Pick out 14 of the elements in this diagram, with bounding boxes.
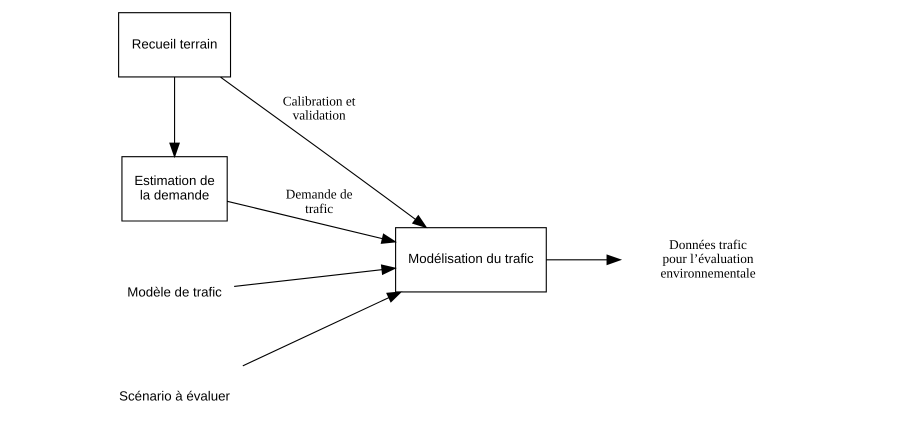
node-text: Modèle de trafic xyxy=(127,284,222,300)
arrow xyxy=(169,77,180,158)
arrow xyxy=(242,291,402,366)
node-text: Scénario à évaluer xyxy=(119,388,230,404)
edge-label: Calibration et validation xyxy=(282,93,356,123)
node-box: Modélisation du trafic xyxy=(395,227,547,292)
arrow xyxy=(220,76,428,228)
node-box: Estimation de la demande xyxy=(121,156,228,222)
node-box: Recueil terrain xyxy=(118,12,232,78)
node-text: Données trafic pour l’évaluation environnementale xyxy=(660,236,756,281)
arrow xyxy=(227,200,397,244)
arrow xyxy=(546,254,622,266)
edge-label: Demande de trafic xyxy=(286,186,353,216)
arrow xyxy=(234,264,397,287)
